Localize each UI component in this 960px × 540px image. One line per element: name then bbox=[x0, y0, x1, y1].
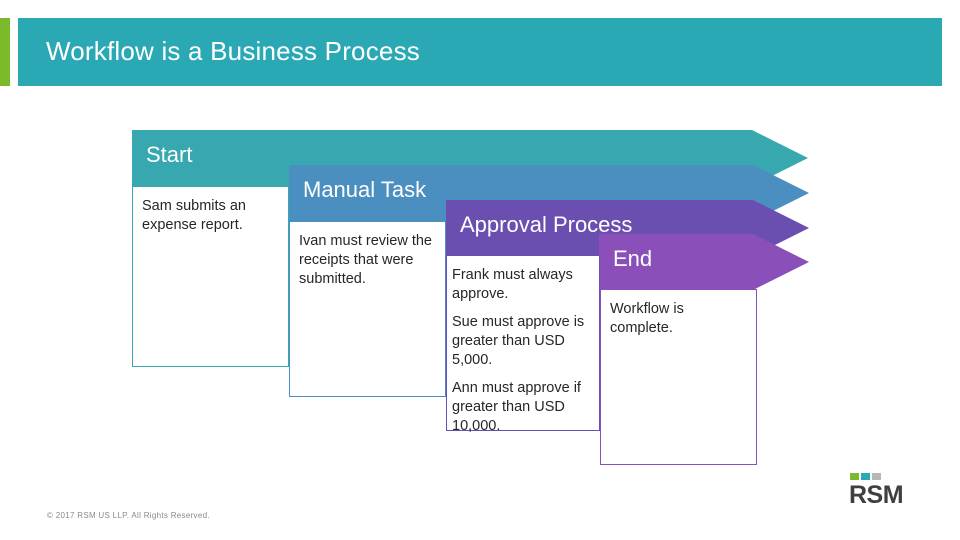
stage-label-end: End bbox=[613, 246, 653, 271]
stage-detail-line: Workflow is complete. bbox=[610, 301, 684, 336]
chevron-body bbox=[599, 234, 753, 290]
green-square-icon bbox=[850, 473, 859, 480]
stage-detail-box-approval-process: Frank must always approve. Sue must appr… bbox=[446, 255, 600, 434]
stage-detail-line: Sam submits an expense report. bbox=[142, 198, 246, 233]
stage-detail-box-manual-task: Ivan must review the receipts that were … bbox=[289, 221, 446, 397]
title-accent-bar bbox=[0, 18, 10, 86]
copyright-text: © 2017 RSM US LLP. All Rights Reserved. bbox=[47, 511, 210, 520]
stage-detail-line: Frank must always approve. bbox=[452, 267, 573, 302]
teal-square-icon bbox=[861, 473, 870, 480]
logo-wordmark: RSM bbox=[849, 481, 904, 509]
stage-detail-box-end: Workflow is complete. bbox=[600, 289, 757, 465]
stage-chevron-end[interactable]: End bbox=[599, 234, 809, 290]
stage-label-approval-process: Approval Process bbox=[460, 212, 633, 237]
title-bar bbox=[18, 18, 942, 86]
stage-detail-line: Ann must approve if greater than USD 10,… bbox=[452, 380, 581, 434]
chevron-tip-icon bbox=[753, 234, 809, 290]
rsm-logo: RSM bbox=[849, 473, 915, 509]
gray-square-icon bbox=[872, 473, 881, 480]
page-title: Workflow is a Business Process bbox=[46, 36, 420, 66]
stage-detail-line: Ivan must review the receipts that were … bbox=[299, 233, 432, 287]
stage-detail-line: Sue must approve is greater than USD 5,0… bbox=[452, 314, 585, 368]
stage-detail-box-start: Sam submits an expense report. bbox=[132, 186, 289, 367]
stage-label-start: Start bbox=[146, 142, 193, 167]
stage-label-manual-task: Manual Task bbox=[303, 177, 427, 202]
